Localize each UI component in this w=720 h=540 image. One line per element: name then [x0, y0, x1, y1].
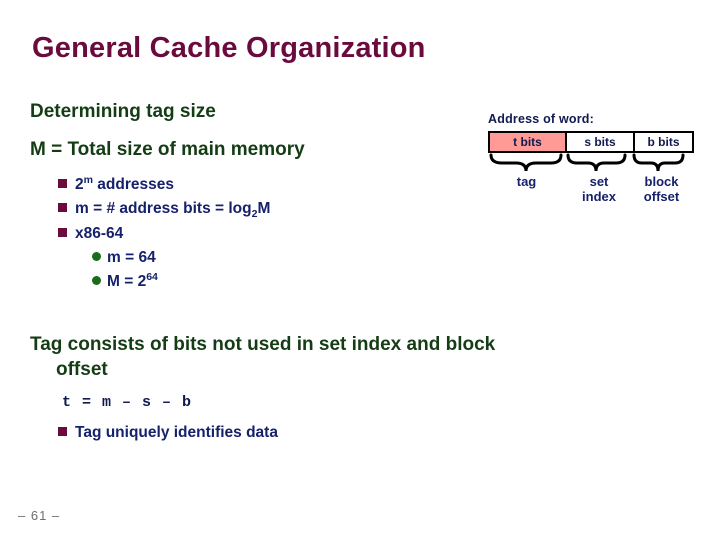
list-item: Tag uniquely identifies data: [58, 424, 278, 442]
list-item: 2m addresses: [58, 173, 450, 193]
paragraph-line-2: offset: [56, 359, 108, 381]
paragraph-tag-consists: Tag consists of bits not used in set ind…: [30, 332, 640, 382]
square-bullet-icon: [58, 203, 67, 213]
label-block-offset-line2: offset: [643, 189, 680, 205]
list-item-label: m = # address bits = log2M: [75, 200, 271, 221]
superscript: m: [83, 173, 93, 186]
address-field-row: t bits s bits b bits: [488, 131, 694, 153]
label-set-index: set index: [565, 174, 633, 205]
list-item: M = 264: [92, 270, 450, 290]
round-bullet-icon: [92, 252, 101, 262]
label-block-offset: block offset: [633, 174, 690, 205]
address-field-s-bits: s bits: [567, 133, 635, 151]
square-bullet-icon: [58, 427, 67, 436]
list-item-label: 2m addresses: [75, 173, 174, 193]
superscript: 64: [146, 270, 158, 283]
slide-number: – 61 –: [18, 508, 61, 523]
subscript: 2: [251, 208, 258, 221]
address-field-labels: tag set index block offset: [488, 174, 694, 205]
heading-determining-tag-size: Determining tag size: [30, 101, 216, 122]
curly-braces-icon: [489, 153, 685, 172]
address-diagram-caption: Address of word:: [488, 112, 594, 126]
body-content: Determining tag size M = Total size of m…: [30, 100, 450, 297]
list-item: m = 64: [92, 250, 450, 266]
label-tag-line1: tag: [516, 174, 537, 189]
label-set-index-line2: index: [582, 189, 616, 205]
label-set-index-line1: set: [589, 174, 609, 189]
page-title: General Cache Organization: [32, 32, 426, 64]
list-item: x86-64: [58, 226, 450, 242]
brace-group: [488, 153, 694, 173]
label-tag: tag: [488, 174, 565, 205]
label-block-offset-line1: block: [644, 174, 679, 189]
address-field-b-bits: b bits: [647, 135, 680, 149]
list-item: m = # address bits = log2M: [58, 200, 450, 221]
square-bullet-icon: [58, 227, 67, 237]
address-layout-diagram: Address of word: t bits s bits b bits ta…: [488, 112, 694, 205]
list-item-label: M = 264: [107, 270, 158, 290]
list-item-label: m = 64: [107, 249, 156, 267]
square-bullet-icon: [58, 178, 67, 188]
address-field-t-bits: t bits: [490, 133, 567, 151]
formula-tag-bits: t = m – s – b: [62, 394, 193, 411]
bullet-list: 2m addresses m = # address bits = log2M …: [30, 173, 450, 290]
list-item-label: x86-64: [75, 224, 124, 242]
list-item-label: Tag uniquely identifies data: [75, 424, 278, 441]
round-bullet-icon: [92, 275, 101, 285]
paragraph-line-1: Tag consists of bits not used in set ind…: [30, 334, 496, 355]
heading-total-size: M = Total size of main memory: [30, 139, 305, 161]
